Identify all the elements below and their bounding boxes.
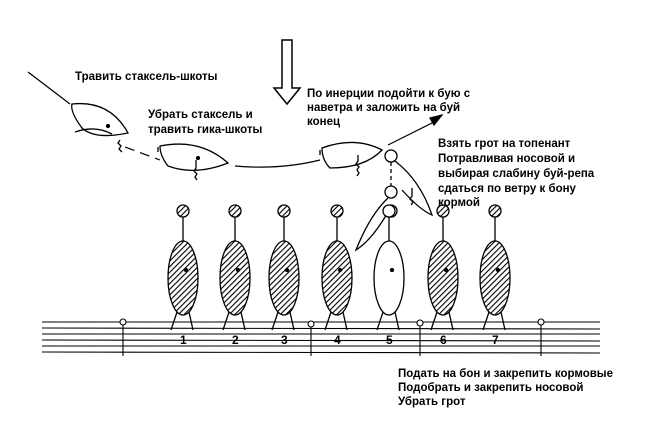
hull [219, 240, 251, 316]
berth-number: 5 [386, 333, 393, 347]
label-step-1: Травить стаксель-шкоты [75, 71, 218, 83]
bollard-icon [119, 318, 127, 326]
wind-arrow-icon [272, 39, 302, 106]
mast [337, 267, 343, 273]
boat-approach-2 [157, 143, 230, 181]
hull [268, 240, 300, 316]
label-step-5-line3: Убрать грот [398, 396, 466, 408]
stern-line [188, 311, 194, 331]
hull [373, 240, 405, 316]
berthed-boat: 2 [219, 204, 251, 347]
boat-swinging [354, 149, 434, 252]
label-step-5-line1: Подать на бон и закрепить кормовые [398, 368, 614, 380]
mooring-buoy-icon [330, 204, 344, 218]
hull [479, 240, 511, 316]
berthed-boat: 1 [167, 204, 199, 347]
berth-number: 6 [440, 333, 447, 347]
stern-line [394, 311, 400, 331]
mooring-buoy-icon [228, 204, 242, 218]
stern-line [170, 311, 178, 331]
mooring-buoy-icon [176, 204, 190, 218]
label-step-4-line4: сдаться по ветру к бону [438, 183, 576, 195]
stern-line [376, 311, 384, 331]
berthed-boat: 3 [268, 204, 300, 347]
label-step-4-line2: Потравливая носовой и [438, 153, 576, 165]
stern-line [342, 311, 348, 331]
stern-line [448, 311, 454, 331]
label-step-4-line3: выбирая слабину буй-репа [438, 168, 595, 180]
label-step-2-line2: травить гика-шкоты [148, 124, 263, 136]
mooring-buoy-icon [277, 204, 291, 218]
mooring-buoy-icon [488, 204, 502, 218]
mast [495, 267, 501, 273]
stern-line [222, 311, 230, 331]
label-step-3-line2: наветра и заложить на буй [307, 102, 461, 114]
stern-line [240, 311, 246, 331]
pier-plank-line [41, 339, 601, 342]
stern-line [430, 311, 438, 331]
label-step-3-line3: конец [307, 116, 341, 128]
berthed-boat: 5 [373, 204, 405, 347]
hull [427, 240, 459, 316]
mooring-buoy-icon [382, 204, 396, 218]
pier [41, 318, 601, 356]
stern-line [482, 311, 490, 331]
mast [183, 267, 189, 273]
stern-line [289, 311, 295, 331]
hull [167, 240, 199, 316]
bollard-icon [307, 320, 315, 328]
berthed-boat: 7 [479, 204, 511, 347]
label-step-4-line5: кормой [438, 197, 480, 209]
label-step-2-line1: Убрать стаксель и [148, 109, 253, 121]
stern-line [271, 311, 279, 331]
stern-line [500, 311, 506, 331]
label-step-5-line2: Подобрать и закрепить носовой [398, 382, 584, 394]
stern-line [324, 311, 332, 331]
mast [235, 267, 241, 273]
bollard-icon [416, 319, 424, 327]
mast [443, 267, 449, 273]
label-step-3-line1: По инерции подойти к бую с [307, 88, 471, 100]
hull [321, 240, 353, 316]
berthed-boat: 4 [321, 204, 353, 347]
berth-number: 7 [492, 333, 499, 347]
mast [389, 267, 395, 273]
label-step-4-line1: Взять грот на топенант [438, 138, 571, 150]
bollard-icon [537, 318, 545, 326]
pier-plank-line [41, 351, 601, 354]
boat-approach-3 [319, 141, 384, 177]
mast [284, 267, 290, 273]
berthed-boat: 6 [427, 204, 459, 347]
boat-approach-1 [71, 102, 129, 153]
pier-plank-line [41, 327, 601, 330]
approach-course [27, 71, 444, 168]
